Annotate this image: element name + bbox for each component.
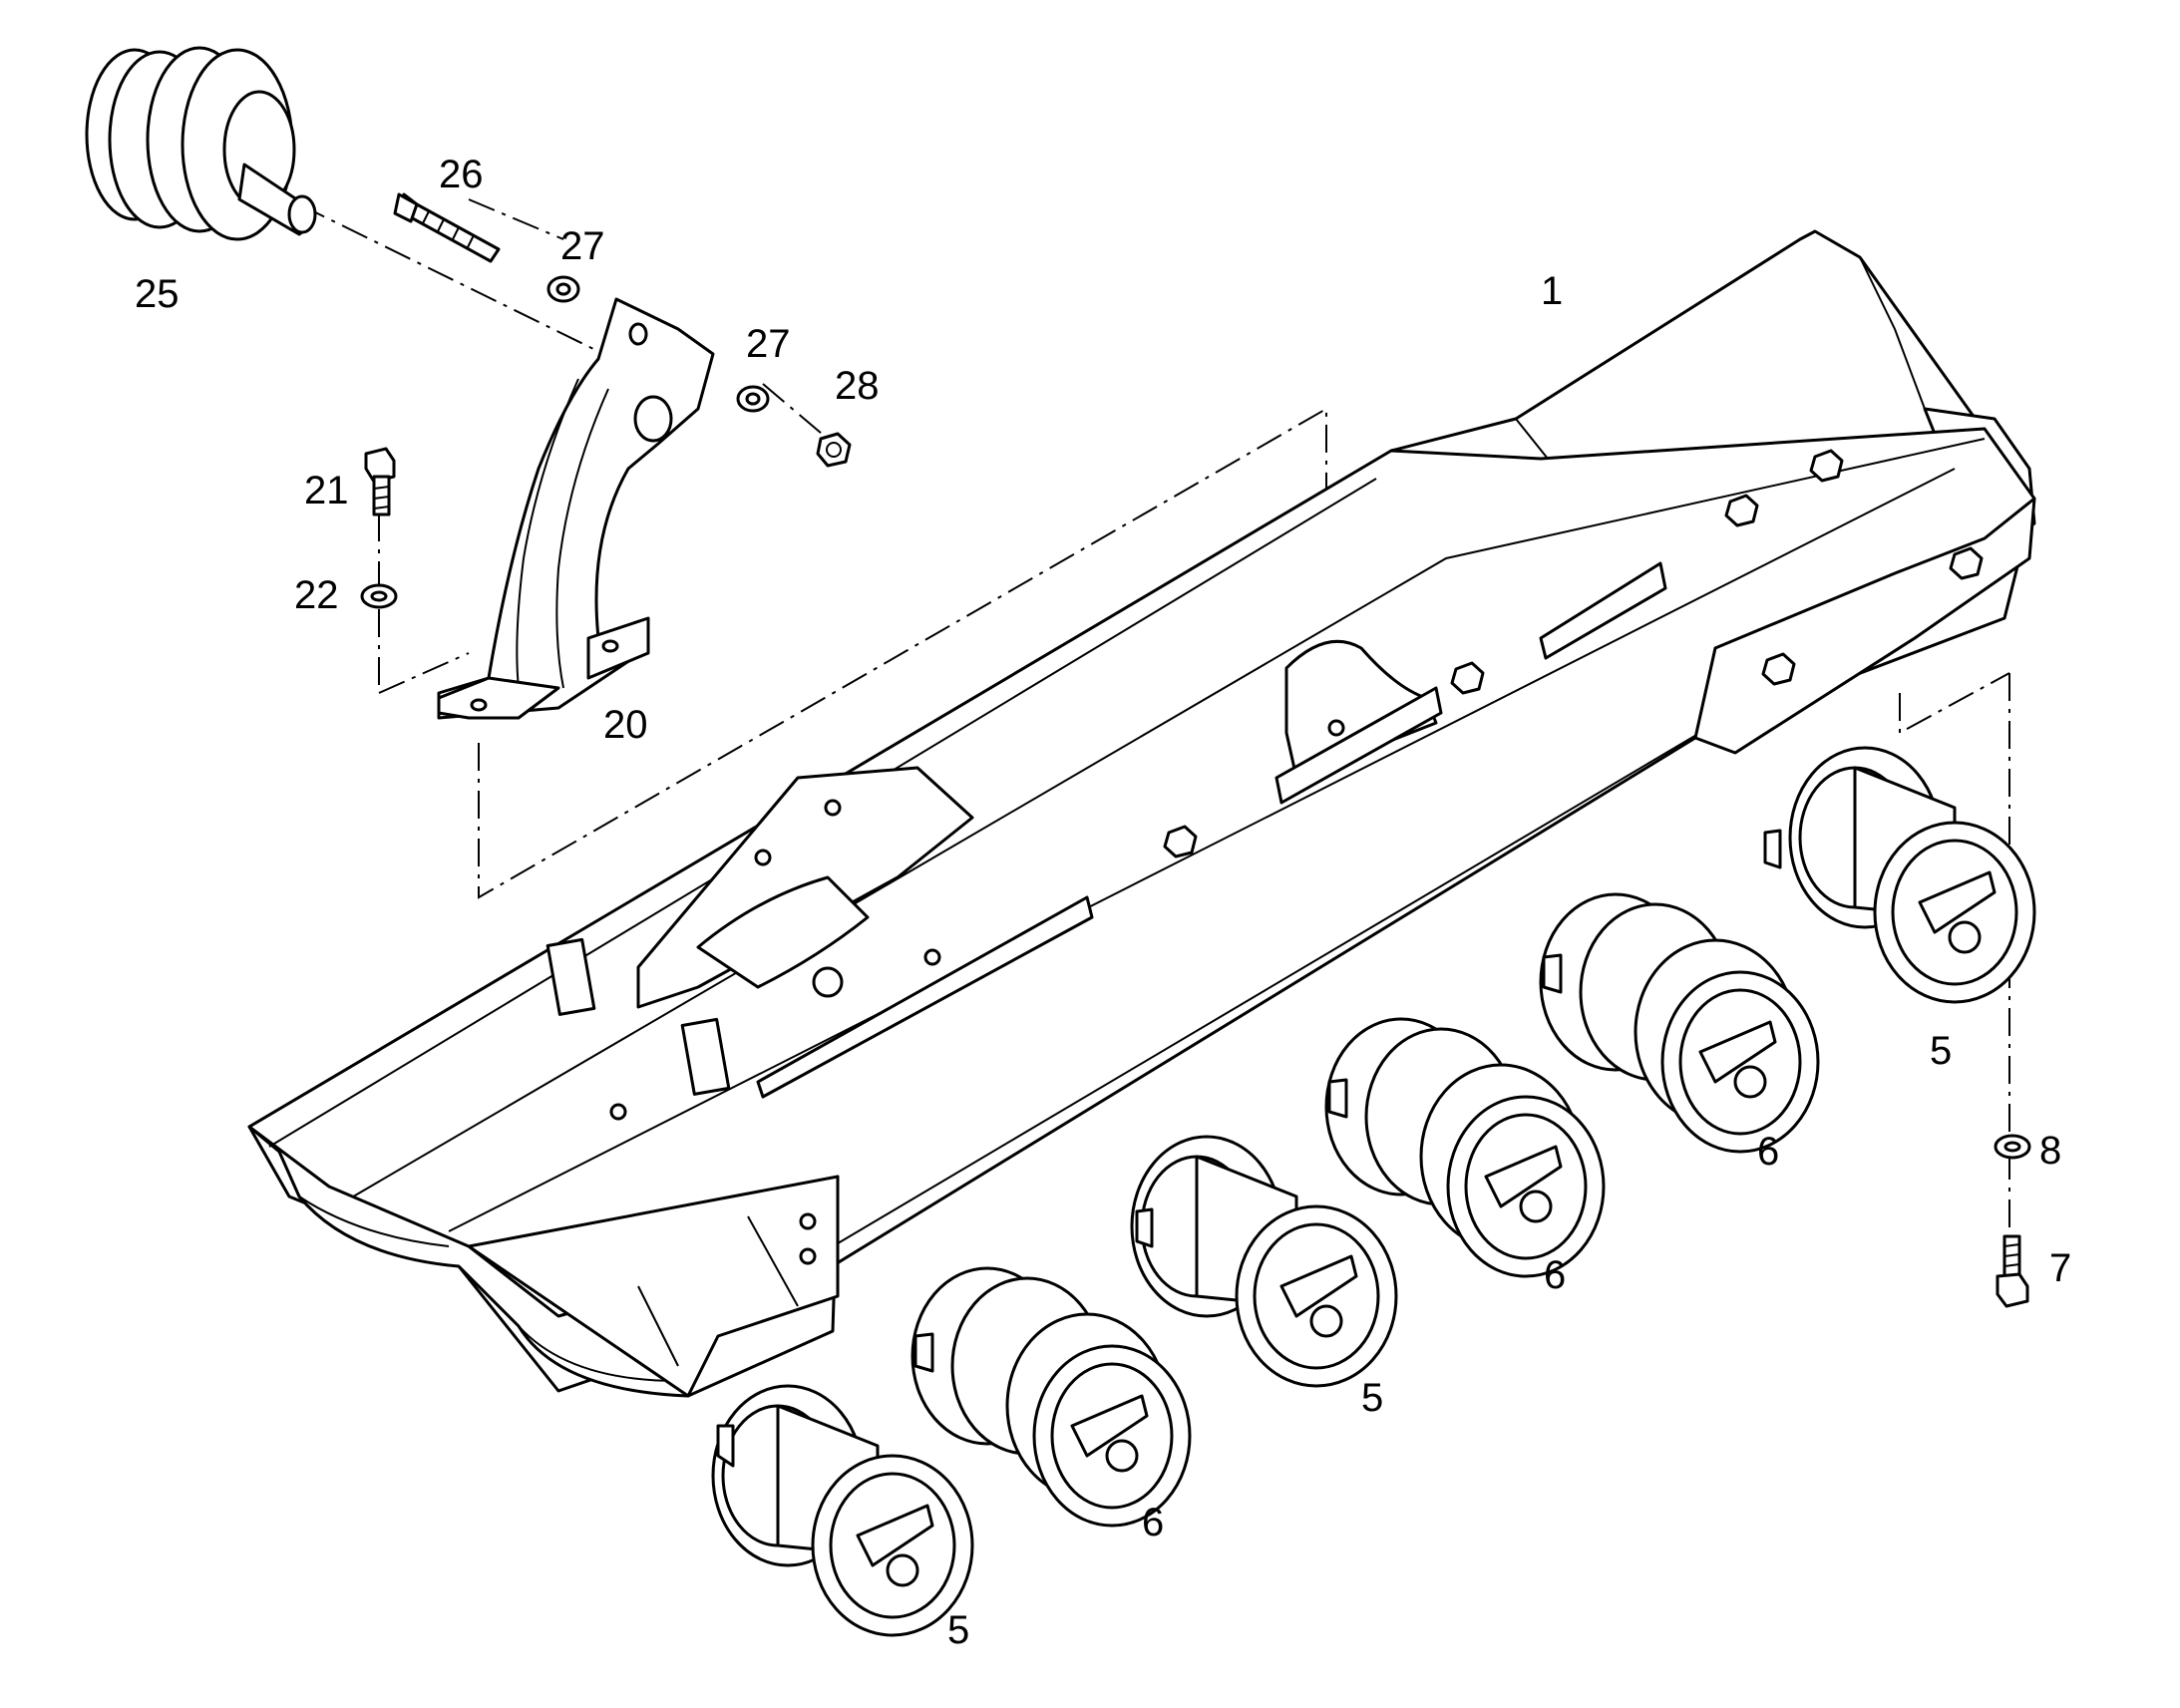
track-roller-6b bbox=[1324, 1017, 1606, 1278]
label-7: 7 bbox=[2049, 1246, 2071, 1290]
label-20: 20 bbox=[603, 703, 648, 747]
washer-8 bbox=[1994, 1134, 2031, 1160]
label-6b: 6 bbox=[1544, 1253, 1566, 1297]
label-5a: 5 bbox=[947, 1608, 969, 1652]
bracket-20 bbox=[437, 297, 715, 720]
nut-28 bbox=[816, 432, 852, 468]
washer-27b bbox=[736, 385, 770, 413]
track-frame-1 bbox=[247, 229, 2036, 1398]
label-5b: 5 bbox=[1361, 1376, 1383, 1420]
label-8: 8 bbox=[2039, 1129, 2061, 1173]
label-6c: 6 bbox=[1757, 1130, 1779, 1174]
track-roller-5a bbox=[711, 1384, 974, 1637]
label-27a: 27 bbox=[560, 224, 605, 268]
track-roller-6a bbox=[910, 1266, 1192, 1528]
track-roller-5c bbox=[1763, 746, 2036, 1004]
bolt-26 bbox=[393, 192, 501, 263]
track-roller-5b bbox=[1130, 1135, 1398, 1388]
label-21: 21 bbox=[304, 469, 349, 512]
label-27b: 27 bbox=[746, 322, 791, 366]
carrier-roller-25 bbox=[85, 46, 317, 241]
bolt-21 bbox=[364, 447, 396, 516]
label-26: 26 bbox=[439, 153, 484, 196]
track-roller-6c bbox=[1539, 892, 1820, 1154]
label-22: 22 bbox=[294, 573, 339, 617]
callout-labels: 1 5 5 5 6 6 6 7 8 20 21 22 25 26 27 27 2… bbox=[135, 153, 2071, 1652]
label-1: 1 bbox=[1541, 269, 1563, 313]
label-5c: 5 bbox=[1930, 1029, 1952, 1073]
label-6a: 6 bbox=[1142, 1501, 1164, 1544]
washer-22 bbox=[360, 583, 398, 609]
label-28: 28 bbox=[835, 364, 880, 408]
label-25: 25 bbox=[135, 272, 180, 316]
washer-27a bbox=[546, 275, 580, 303]
bolt-7 bbox=[1996, 1234, 2029, 1308]
